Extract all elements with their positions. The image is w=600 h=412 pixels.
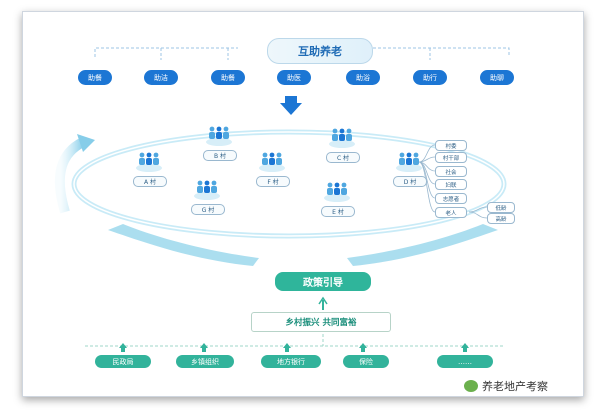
title-text: 互助养老 [298, 45, 342, 58]
branch-text: 志愿者 [442, 196, 460, 203]
village-people-icon [206, 126, 232, 146]
branch-text: 村委 [445, 143, 457, 150]
village-people-icon [329, 128, 355, 148]
down-arrow [280, 96, 302, 115]
sub-branch-item: 低龄 [487, 202, 515, 213]
bottom-item: 乡镇组织 [176, 355, 234, 368]
bottom-item: …… [437, 355, 493, 368]
top-item-label: 助聊 [490, 73, 504, 82]
bottom-item: 保险 [343, 355, 389, 368]
top-item-label: 助医 [287, 73, 301, 82]
branch-item: 妇联 [435, 179, 467, 190]
top-item-7: 助聊 [480, 70, 514, 85]
top-connector-right [348, 47, 510, 57]
branch-item: 志愿者 [435, 193, 467, 204]
watermark: 养老地产考察 [464, 378, 548, 394]
top-item-6: 助行 [413, 70, 447, 85]
village-icons [136, 126, 422, 202]
bottom-item: 地方银行 [261, 355, 321, 368]
top-item-label: 助浴 [356, 73, 370, 82]
bottom-arrows [119, 343, 469, 352]
top-item-label: 助行 [423, 73, 437, 82]
branch-item: 村委 [435, 140, 467, 151]
top-item-1: 助餐 [78, 70, 112, 85]
village-e-label: E 村 [321, 206, 355, 217]
village-label-text: B 村 [213, 153, 227, 160]
village-label-text: D 村 [403, 179, 417, 186]
bottom-item: 民政局 [95, 355, 151, 368]
village-label-text: E 村 [332, 209, 344, 216]
village-people-icon [396, 152, 422, 172]
hand-left [108, 224, 259, 266]
village-label-text: C 村 [336, 155, 350, 162]
slogan-text: 乡村振兴 共同富裕 [285, 318, 357, 328]
village-d-label: D 村 [393, 176, 427, 187]
village-a-label: A 村 [133, 176, 167, 187]
policy-guidance-box: 政策引导 [275, 272, 371, 291]
village-label-text: F 村 [267, 179, 279, 186]
connector-layer [54, 47, 510, 352]
branch-lines [418, 144, 488, 219]
village-people-icon [194, 180, 220, 200]
top-connector-left [94, 47, 238, 57]
bottom-item-text: 乡镇组织 [191, 357, 219, 366]
village-people-icon [324, 182, 350, 202]
branch-text: 社会 [445, 169, 457, 176]
sub-branch-text: 低龄 [495, 205, 507, 212]
title-box: 互助养老 [267, 38, 373, 64]
branch-text: 村干部 [442, 155, 460, 162]
slogan-box: 乡村振兴 共同富裕 [251, 312, 391, 332]
village-b-label: B 村 [203, 150, 237, 161]
village-people-icon [136, 152, 162, 172]
policy-guidance-text: 政策引导 [303, 278, 343, 289]
branch-text: 老人 [445, 210, 457, 217]
village-f-label: F 村 [256, 176, 290, 187]
watermark-text: 养老地产考察 [482, 380, 548, 393]
branch-text: 妇联 [445, 182, 457, 189]
bottom-item-text: 保险 [359, 357, 373, 366]
village-c-label: C 村 [326, 152, 360, 163]
village-label-text: G 村 [201, 207, 215, 214]
top-item-label: 助洁 [154, 73, 168, 82]
village-g-label: G 村 [191, 204, 225, 215]
feedback-arrow [54, 137, 86, 214]
top-item-label: 助餐 [88, 73, 102, 82]
village-label-text: A 村 [143, 179, 156, 186]
bottom-item-text: 民政局 [112, 357, 134, 366]
top-item-4: 助医 [277, 70, 311, 85]
hand-right [347, 224, 498, 266]
top-item-label: 助餐 [221, 73, 235, 82]
top-item-2: 助洁 [144, 70, 178, 85]
sub-branch-text: 高龄 [495, 216, 507, 223]
sub-branch-item: 高龄 [487, 213, 515, 224]
top-item-5: 助浴 [346, 70, 380, 85]
bottom-item-text: …… [458, 357, 472, 366]
bottom-item-text: 地方银行 [277, 357, 305, 366]
branch-item: 老人 [435, 207, 467, 218]
wechat-icon [464, 380, 478, 392]
top-item-3: 助餐 [211, 70, 245, 85]
diagram-frame: 互助养老 助餐 助洁 助餐 助医 助浴 助行 助聊 A 村 B 村 C 村 D … [22, 11, 584, 397]
village-people-icon [259, 152, 285, 172]
branch-item: 村干部 [435, 152, 467, 163]
branch-item: 社会 [435, 166, 467, 177]
bottom-connector [85, 334, 503, 347]
